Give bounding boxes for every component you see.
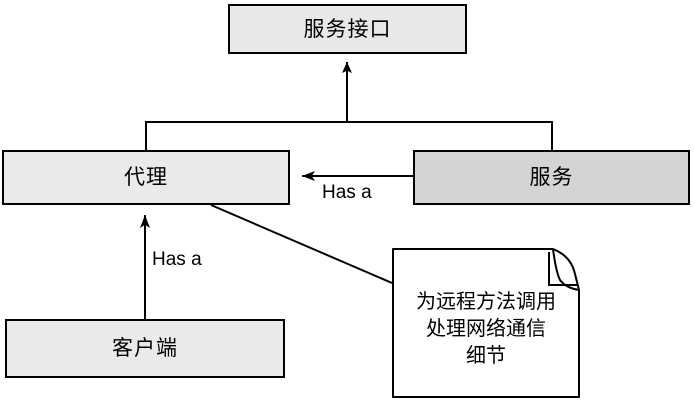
node-proxy-label: 代理 (124, 165, 168, 189)
edge-label-client-to-proxy: Has a (152, 249, 202, 270)
node-proxy[interactable]: 代理 (2, 150, 290, 205)
node-service-interface-label: 服务接口 (303, 16, 392, 41)
edge-note-anchor (210, 204, 393, 284)
note-line-3: 细节 (466, 343, 506, 367)
node-service-label: 服务 (529, 165, 574, 189)
node-service-interface[interactable]: 服务接口 (228, 4, 467, 54)
node-service[interactable]: 服务 (413, 150, 690, 205)
note-line-1: 为远程方法调用 (416, 289, 556, 313)
note-line-2: 处理网络通信 (426, 316, 546, 340)
note-shape (392, 248, 580, 398)
node-client-label: 客户端 (112, 336, 178, 360)
node-client[interactable]: 客户端 (5, 319, 285, 378)
generalization-tree (145, 62, 553, 150)
edge-label-service-to-proxy: Has a (322, 182, 372, 203)
note-body: 为远程方法调用 处理网络通信 细节 (398, 288, 574, 369)
